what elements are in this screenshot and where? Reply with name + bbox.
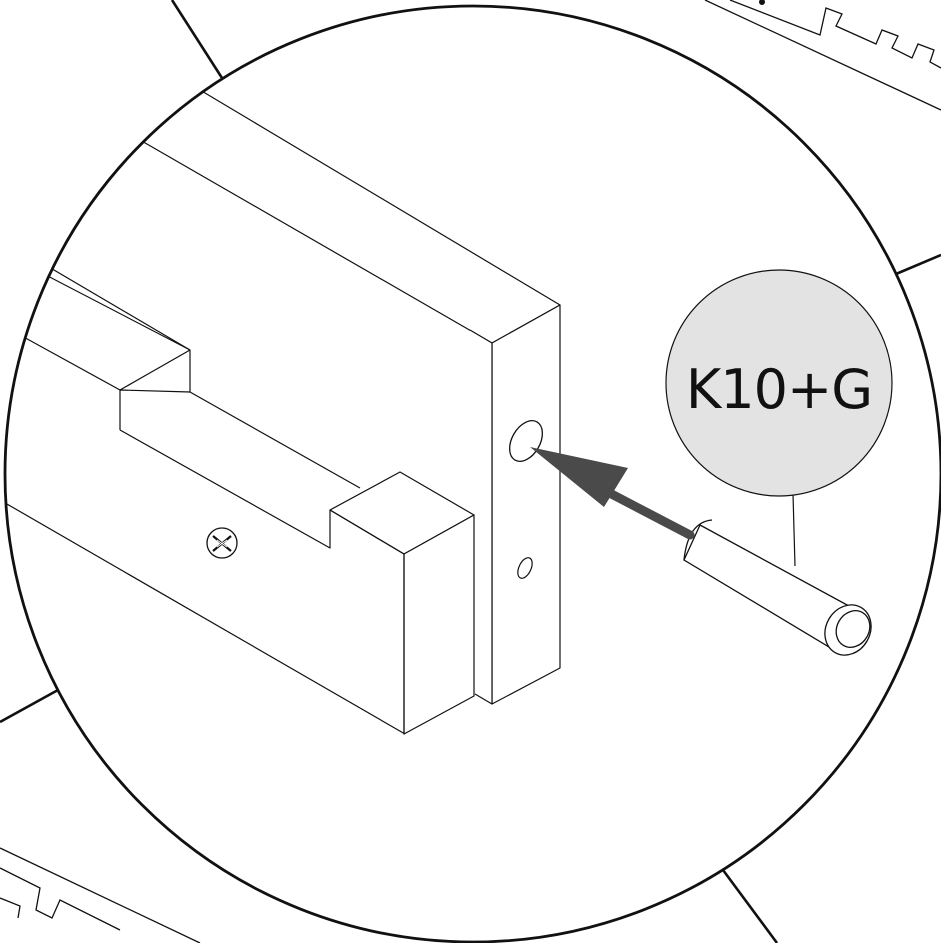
- zoom-circle: [3, 4, 941, 943]
- part-label: K10+G: [686, 358, 872, 421]
- insertion-arrow: [530, 447, 695, 540]
- part-callout: K10+G: [665, 269, 893, 497]
- dowel-hole: [508, 420, 544, 462]
- screw-icon: [206, 527, 238, 559]
- small-hole: [517, 557, 533, 579]
- dowel-icon: [683, 519, 872, 656]
- callout-leader: [792, 493, 796, 567]
